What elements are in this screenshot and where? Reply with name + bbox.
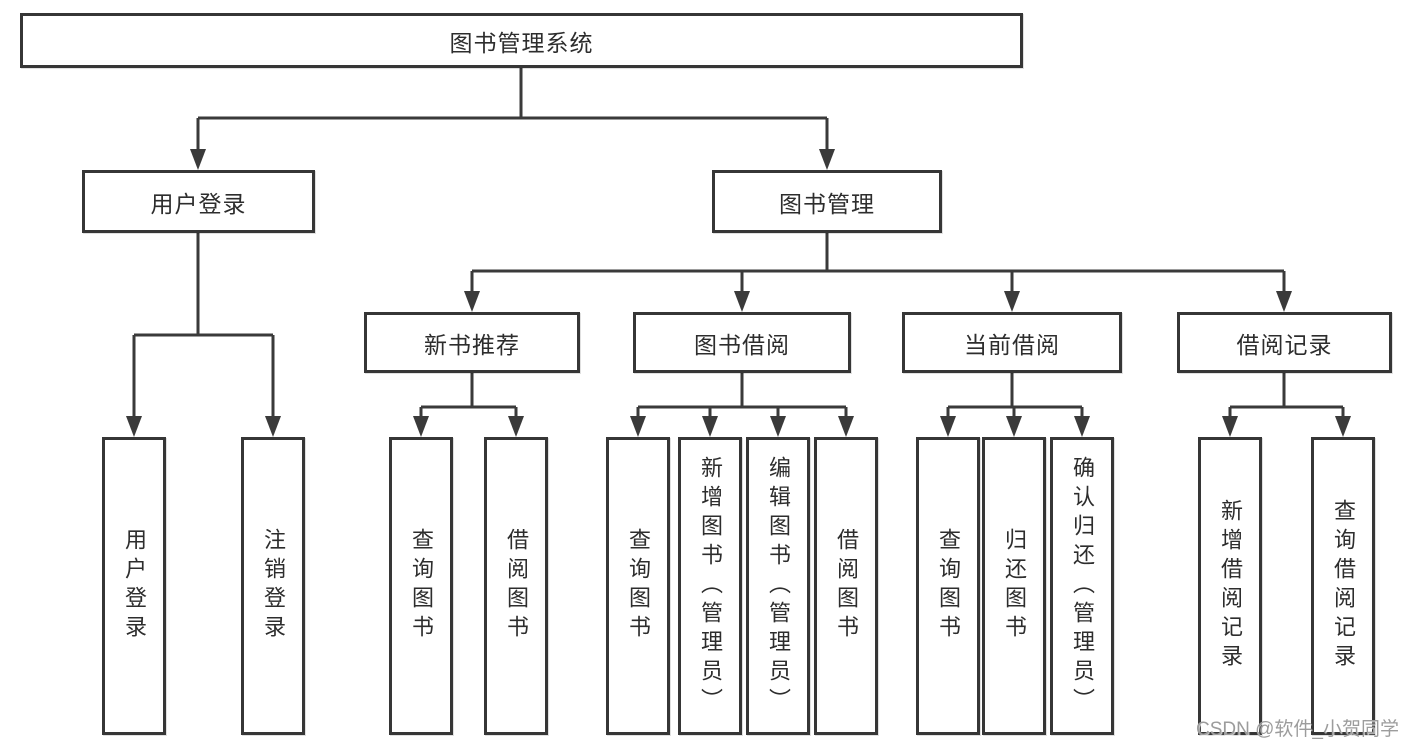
leaf-confirm-return-admin: 确认归还（管理员） bbox=[1050, 437, 1114, 735]
leaf-label: 新增图书（管理员） bbox=[698, 455, 723, 717]
leaf-return-books: 归还图书 bbox=[982, 437, 1046, 735]
leaf-borrow-books-recommend: 借阅图书 bbox=[484, 437, 548, 735]
leaf-label: 查询借阅记录 bbox=[1331, 499, 1356, 673]
node-user-login: 用户登录 bbox=[82, 170, 315, 233]
leaf-label: 查询图书 bbox=[626, 528, 651, 644]
leaf-label: 新增借阅记录 bbox=[1218, 499, 1243, 673]
leaf-label: 确认归还（管理员） bbox=[1070, 455, 1095, 717]
node-book-borrowing: 图书借阅 bbox=[633, 312, 851, 373]
node-label: 借阅记录 bbox=[1236, 331, 1333, 358]
leaf-edit-books-admin: 编辑图书（管理员） bbox=[746, 437, 810, 735]
leaf-label: 借阅图书 bbox=[504, 528, 529, 644]
node-label: 图书管理系统 bbox=[449, 29, 594, 56]
node-library-management-system: 图书管理系统 bbox=[20, 13, 1023, 68]
leaf-label: 查询图书 bbox=[936, 528, 961, 644]
node-book-management: 图书管理 bbox=[712, 170, 942, 233]
node-new-book-recommend: 新书推荐 bbox=[364, 312, 580, 373]
leaf-add-borrow-record: 新增借阅记录 bbox=[1198, 437, 1262, 735]
node-label: 新书推荐 bbox=[424, 331, 520, 358]
leaf-label: 借阅图书 bbox=[834, 528, 859, 644]
leaf-add-books-admin: 新增图书（管理员） bbox=[678, 437, 742, 735]
leaf-query-books-current: 查询图书 bbox=[916, 437, 980, 735]
node-label: 图书借阅 bbox=[694, 331, 790, 358]
leaf-query-books-recommend: 查询图书 bbox=[389, 437, 453, 735]
node-label: 图书管理 bbox=[779, 190, 875, 217]
leaf-label: 编辑图书（管理员） bbox=[766, 455, 791, 717]
leaf-label: 归还图书 bbox=[1002, 528, 1027, 644]
node-label: 用户登录 bbox=[150, 190, 247, 217]
leaf-label: 查询图书 bbox=[409, 528, 434, 644]
leaf-label: 注销登录 bbox=[261, 528, 286, 644]
leaf-borrow-books: 借阅图书 bbox=[814, 437, 878, 735]
node-current-borrowing: 当前借阅 bbox=[902, 312, 1122, 373]
leaf-label: 用户登录 bbox=[122, 528, 147, 644]
csdn-watermark: CSDN @软件_小贺同学 bbox=[1196, 719, 1399, 740]
node-label: 当前借阅 bbox=[964, 331, 1060, 358]
leaf-query-books-borrowing: 查询图书 bbox=[606, 437, 670, 735]
node-borrow-records: 借阅记录 bbox=[1177, 312, 1392, 373]
leaf-query-borrow-record: 查询借阅记录 bbox=[1311, 437, 1375, 735]
leaf-logout: 注销登录 bbox=[241, 437, 305, 735]
leaf-user-login: 用户登录 bbox=[102, 437, 166, 735]
